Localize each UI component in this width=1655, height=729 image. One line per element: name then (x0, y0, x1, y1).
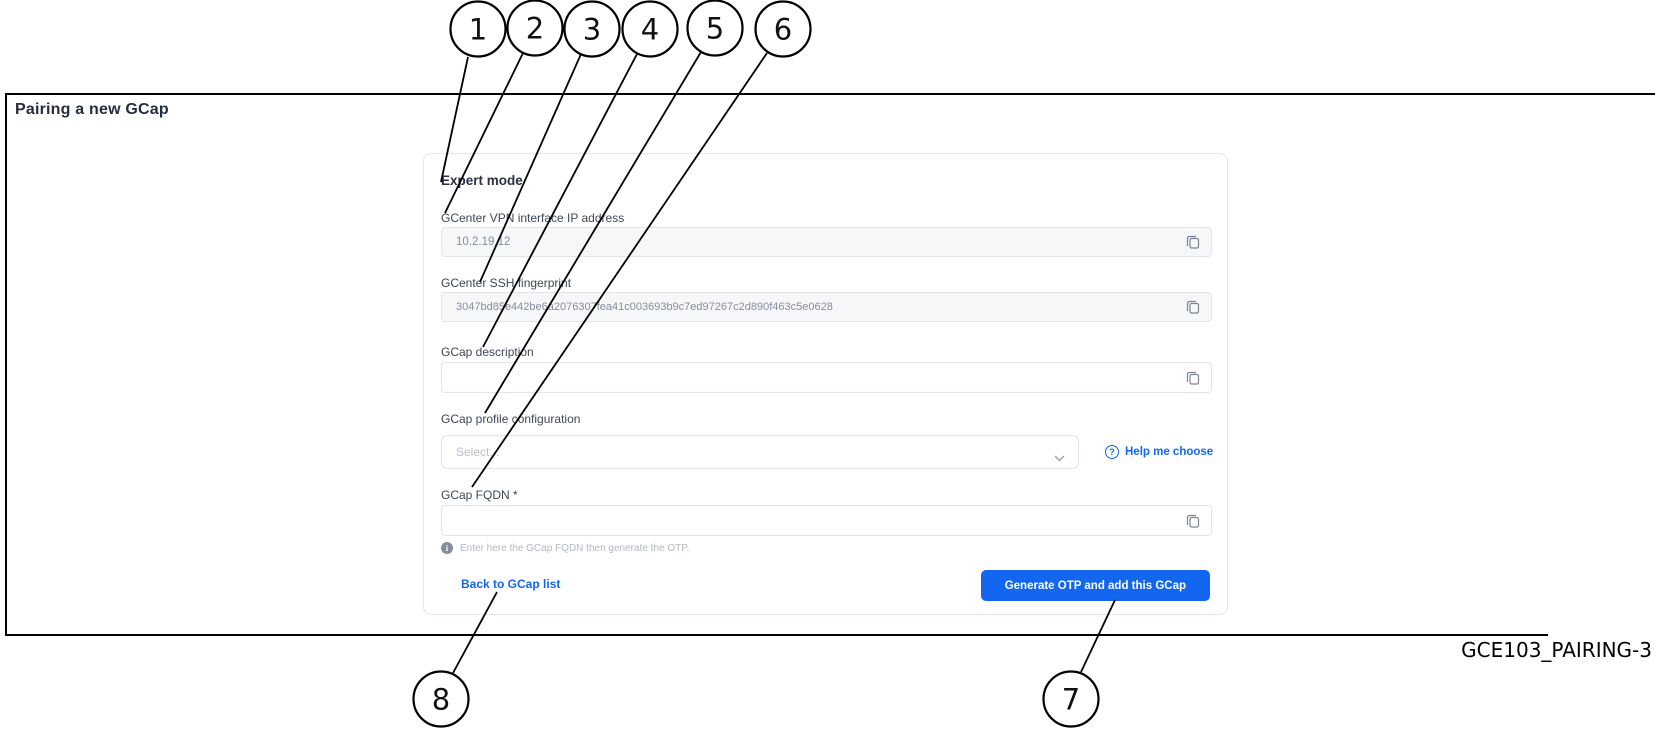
pairing-form-card: Expert mode GCenter VPN interface IP add… (423, 153, 1228, 615)
copy-icon (1185, 299, 1201, 315)
gcap-description-input[interactable] (441, 362, 1212, 393)
help-me-choose-link[interactable]: ? Help me choose (1105, 445, 1213, 459)
copy-icon (1185, 234, 1201, 250)
ssh-fingerprint-label: GCenter SSH fingerprint (441, 276, 572, 290)
fqdn-hint: i Enter here the GCap FQDN then generate… (441, 542, 689, 554)
gcap-description-label: GCap description (441, 345, 534, 359)
generate-otp-button[interactable]: Generate OTP and add this GCap (980, 570, 1210, 601)
back-to-gcap-list-link[interactable]: Back to GCap list (461, 577, 561, 591)
figure-caption: GCE103_PAIRING-3 (1461, 638, 1652, 662)
copy-fingerprint-button[interactable] (1185, 299, 1201, 315)
callout-circle-7 (1042, 670, 1100, 728)
copy-icon (1185, 370, 1201, 386)
fqdn-hint-text: Enter here the GCap FQDN then generate t… (460, 542, 690, 554)
callout-number-8: 8 (432, 683, 450, 717)
callout-number-1: 1 (469, 13, 487, 47)
gcap-fqdn-input[interactable] (441, 505, 1212, 536)
help-link-label: Help me choose (1125, 446, 1214, 458)
select-placeholder: Select... (456, 445, 500, 459)
gcap-profile-select[interactable]: Select... (441, 435, 1079, 469)
gcap-fqdn-label: GCap FQDN * (441, 488, 518, 502)
callout-number-3: 3 (583, 13, 601, 47)
screenshot-frame-bottom-border (5, 634, 1548, 636)
info-icon: i (441, 542, 453, 554)
callout-number-6: 6 (774, 13, 792, 47)
callout-circle-2 (506, 0, 564, 57)
callout-circle-6 (754, 0, 812, 58)
callout-number-2: 2 (526, 12, 544, 46)
callout-number-7: 7 (1062, 683, 1080, 717)
expert-mode-heading: Expert mode (441, 173, 523, 188)
callout-number-5: 5 (706, 12, 724, 46)
copy-icon (1185, 513, 1201, 529)
question-circle-icon: ? (1105, 445, 1119, 459)
page-title: Pairing a new GCap (15, 101, 169, 118)
copy-description-button[interactable] (1185, 370, 1201, 386)
copy-fqdn-button[interactable] (1185, 513, 1201, 529)
ssh-fingerprint-input[interactable] (441, 292, 1212, 322)
callout-circle-3 (563, 0, 621, 58)
callout-number-4: 4 (641, 13, 659, 47)
callout-circle-1 (449, 0, 507, 58)
gcap-profile-label: GCap profile configuration (441, 412, 581, 426)
chevron-down-icon (1054, 449, 1065, 467)
vpn-ip-input[interactable] (441, 227, 1212, 257)
copy-vpn-ip-button[interactable] (1185, 234, 1201, 250)
vpn-ip-label: GCenter VPN interface IP address (441, 211, 625, 225)
callout-circle-4 (621, 0, 679, 58)
callout-circle-8 (412, 670, 470, 728)
callout-circle-5 (686, 0, 744, 57)
